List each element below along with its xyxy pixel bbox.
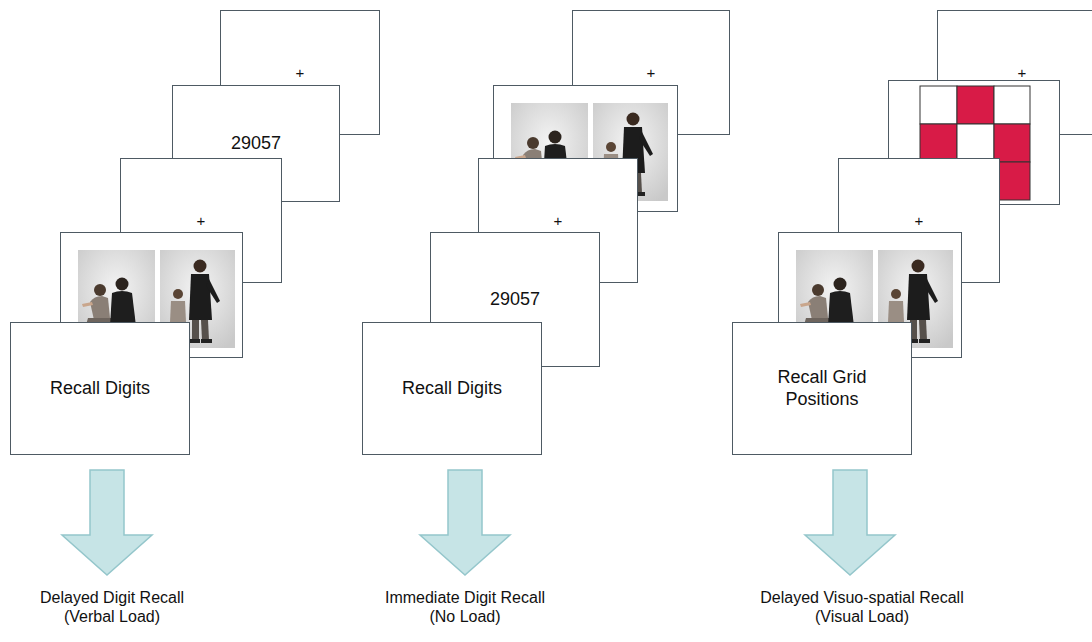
card-text: + bbox=[1018, 64, 1027, 82]
down-arrow bbox=[62, 470, 152, 575]
card-text: + bbox=[647, 64, 656, 82]
card-text: 29057 bbox=[231, 133, 281, 155]
card-text: Recall Grid Positions bbox=[752, 367, 892, 410]
down-arrow bbox=[420, 470, 510, 575]
card-text: Recall Digits bbox=[402, 378, 502, 400]
card-text: + bbox=[197, 212, 206, 230]
condition-label: Delayed Digit Recall (Verbal Load) bbox=[25, 588, 200, 626]
card-text: + bbox=[915, 212, 924, 230]
card-text: + bbox=[296, 64, 305, 82]
stimulus-card: Recall Grid Positions bbox=[732, 322, 912, 455]
stimulus-card: Recall Digits bbox=[362, 322, 542, 455]
card-text: 29057 bbox=[490, 289, 540, 311]
condition-label: Delayed Visuo-spatial Recall (Visual Loa… bbox=[742, 588, 982, 626]
down-arrow bbox=[805, 470, 895, 575]
condition-label: Immediate Digit Recall (No Load) bbox=[370, 588, 560, 626]
card-text: + bbox=[554, 212, 563, 230]
stimulus-card: Recall Digits bbox=[10, 322, 190, 455]
card-text: Recall Digits bbox=[50, 378, 150, 400]
